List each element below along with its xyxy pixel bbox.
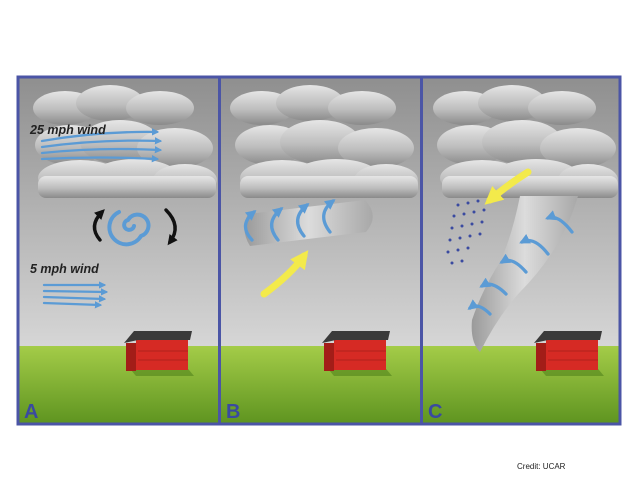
- downdraft-arrow: [484, 168, 532, 205]
- panel-letter-c: C: [428, 401, 442, 423]
- lower-wind-arrows: [42, 281, 109, 309]
- panel-c: C: [423, 78, 620, 424]
- storm-cloud: [230, 85, 418, 198]
- updraft-arrow: [260, 250, 309, 298]
- upper-wind-label: 25 mph wind: [29, 123, 106, 137]
- rotation-spiral-icon: [107, 210, 151, 247]
- ground: [221, 346, 420, 424]
- panel-b: B: [221, 78, 420, 424]
- panel-letter-b: B: [226, 401, 240, 423]
- rotation-arrows: [243, 199, 336, 242]
- panel-letter-a: A: [24, 401, 38, 423]
- storm-cloud: [433, 85, 618, 198]
- rotation-arrows: [92, 208, 178, 246]
- tornado-funnel: [471, 196, 578, 352]
- house: [534, 331, 604, 376]
- house: [124, 331, 194, 376]
- image-credit: Credit: UCAR: [517, 462, 566, 471]
- rain-drops: [446, 199, 486, 265]
- upper-wind-arrows: [40, 128, 163, 163]
- panel-frame: [16, 75, 622, 426]
- house: [322, 331, 392, 376]
- lower-wind-label: 5 mph wind: [30, 262, 99, 276]
- panel-a: 25 mph wind 5 mph wind A: [18, 78, 218, 424]
- rotation-arrows: [467, 210, 574, 316]
